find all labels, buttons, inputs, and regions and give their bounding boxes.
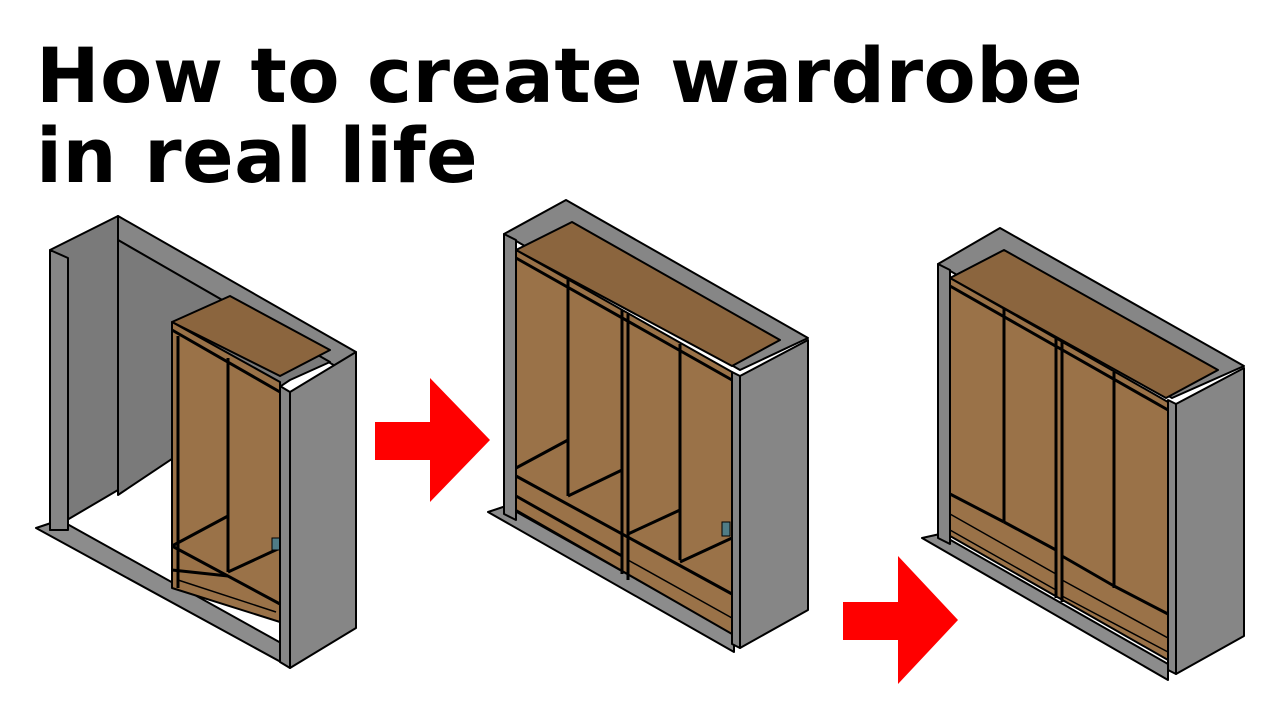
- right-wall: [289, 351, 357, 669]
- left-wall-edge: [503, 233, 517, 521]
- wardrobe-four-doors-open-icon: [487, 199, 809, 653]
- right-wall-edge: [1167, 399, 1177, 675]
- right-arrow-icon: [375, 378, 490, 502]
- title-line-2: in real life: [36, 111, 479, 200]
- handle-icon: [721, 521, 731, 537]
- right-wall: [1175, 367, 1245, 675]
- right-wall-edge: [279, 385, 291, 669]
- handle-icon: [271, 537, 281, 551]
- carcass-top: [515, 221, 781, 367]
- right-wall-edge: [731, 371, 741, 649]
- wardrobe-closed-with-drawers-icon: [921, 227, 1245, 681]
- left-wall-edge: [937, 263, 951, 545]
- left-wall-edge: [49, 249, 69, 531]
- wardrobe-frame-two-doors-icon: [35, 215, 357, 669]
- page-title: How to create wardrobe in real life: [36, 36, 1083, 196]
- title-line-1: How to create wardrobe: [36, 31, 1084, 120]
- right-wall: [739, 339, 809, 649]
- right-arrow-icon: [843, 556, 958, 684]
- carcass-top: [949, 249, 1219, 399]
- carcass-top: [171, 295, 331, 377]
